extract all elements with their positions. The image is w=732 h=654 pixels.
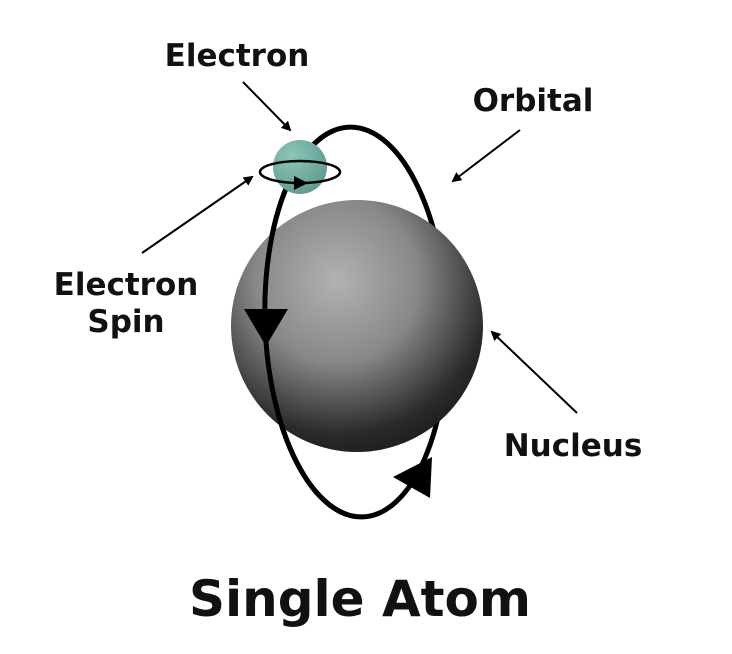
nucleus-pointer xyxy=(490,330,578,414)
electron-label: Electron xyxy=(165,38,310,74)
diagram-title: Single Atom xyxy=(189,570,531,628)
nucleus xyxy=(231,200,483,452)
electron-spin-label-line1: Electron xyxy=(54,267,199,303)
orbital-arrow-up-icon xyxy=(393,457,432,498)
electron-pointer xyxy=(242,81,292,132)
orbital-arrow-down-icon xyxy=(244,309,288,346)
electron-spin-label-line2: Spin xyxy=(87,304,164,340)
spin-arrow-icon xyxy=(294,176,308,190)
electron-spin-pointer xyxy=(141,175,254,254)
orbital-label: Orbital xyxy=(473,83,594,119)
electron xyxy=(273,140,327,194)
orbital-pointer xyxy=(451,129,521,183)
nucleus-label: Nucleus xyxy=(504,428,643,464)
